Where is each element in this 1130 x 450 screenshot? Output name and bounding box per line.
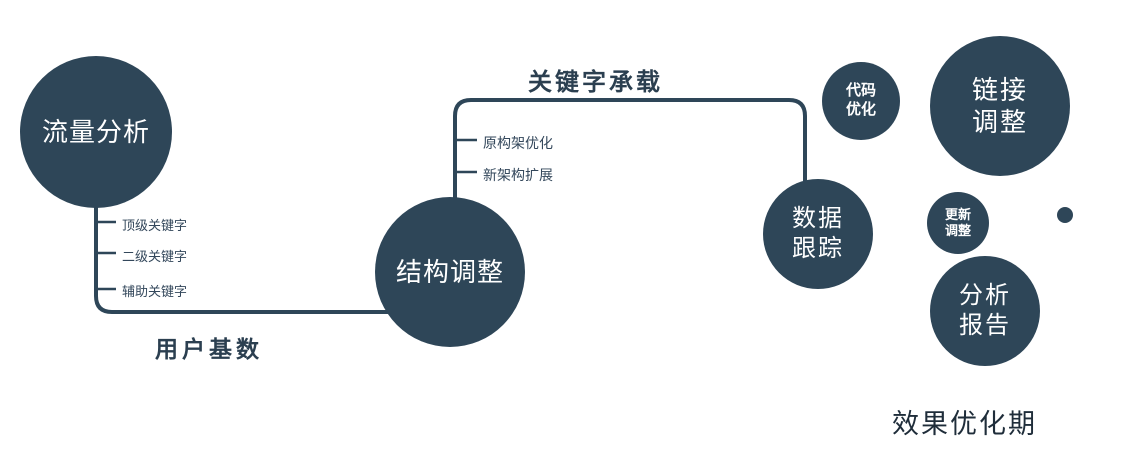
node-structure-adjustment: 结构调整	[375, 197, 525, 347]
node-traffic-analysis-label: 流量分析	[41, 116, 150, 147]
node-code-optimization-label-line2: 优化	[845, 101, 876, 118]
node-link-adjustment-label-line2: 调整	[971, 107, 1028, 137]
node-code-optimization: 代码 优化	[822, 62, 900, 140]
node-analysis-report-label-line2: 报告	[959, 312, 1011, 339]
branch-label-original-architecture: 原构架优化	[483, 135, 553, 151]
node-analysis-report-label-line1: 分析	[959, 282, 1011, 309]
node-update-adjustment: 更新 调整	[927, 192, 989, 254]
branch-label-second-keywords: 二级关键字	[122, 249, 188, 264]
node-data-tracking: 数据 跟踪	[763, 179, 873, 289]
node-link-adjustment: 链接 调整	[930, 36, 1070, 176]
small-dot-marker	[1057, 207, 1073, 223]
node-link-adjustment-label-line1: 链接	[971, 74, 1028, 105]
node-data-tracking-label-line2: 跟踪	[792, 235, 844, 262]
node-update-adjustment-label-line1: 更新	[944, 206, 971, 222]
node-data-tracking-label-line1: 数据	[792, 205, 844, 232]
node-analysis-report: 分析 报告	[930, 256, 1040, 366]
footer-caption: 效果优化期	[892, 409, 1037, 439]
node-update-adjustment-label-line2: 调整	[944, 223, 971, 238]
branch-label-auxiliary-keywords: 辅助关键字	[122, 284, 188, 299]
node-code-optimization-label-line1: 代码	[845, 82, 876, 100]
edge-label-user-base: 用户基数	[155, 336, 263, 362]
edge-label-keyword-carry: 关键字承载	[528, 69, 663, 96]
node-traffic-analysis: 流量分析	[20, 56, 172, 208]
branch-label-top-keywords: 顶级关键字	[122, 218, 188, 233]
node-structure-adjustment-label: 结构调整	[395, 256, 504, 287]
branch-label-new-architecture: 新架构扩展	[483, 167, 553, 183]
